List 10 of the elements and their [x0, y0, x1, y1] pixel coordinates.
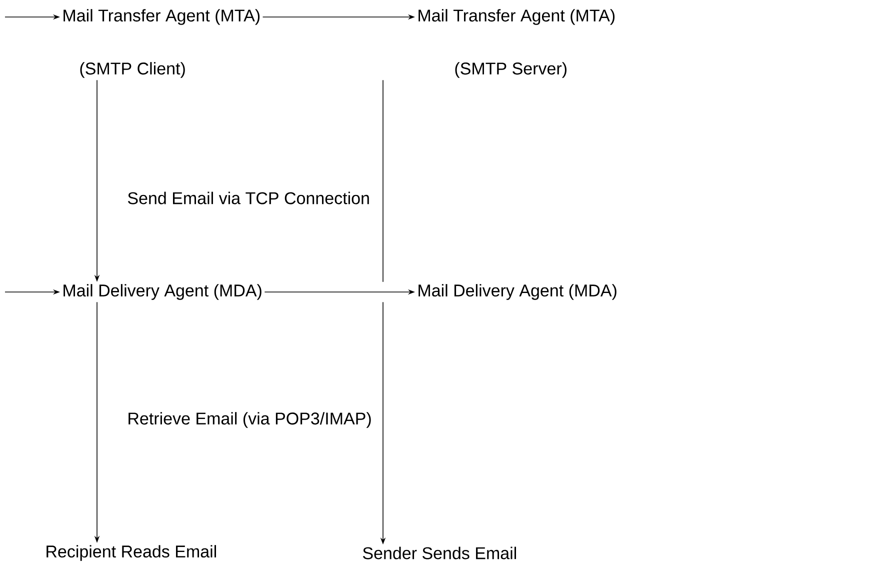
beside-text: (SMTP Client): [80, 62, 185, 78]
edge-label: Retrieve Email (via POP3/IMAP): [125, 410, 374, 430]
node-text: Mail Transfer Agent (MTA): [64, 9, 260, 25]
edge-label: Send Email via TCP Connection: [125, 190, 372, 206]
beside-text: (SMTP Server): [455, 62, 566, 78]
node-text: Mail Delivery Agent (MDA): [64, 284, 262, 300]
node-text: Mail Delivery Agent (MDA): [418, 284, 616, 300]
node-text: Recipient Reads Email: [46, 545, 216, 561]
node-text: Sender Sends Email: [362, 546, 516, 560]
node-text: Mail Transfer Agent (MTA): [418, 9, 615, 25]
